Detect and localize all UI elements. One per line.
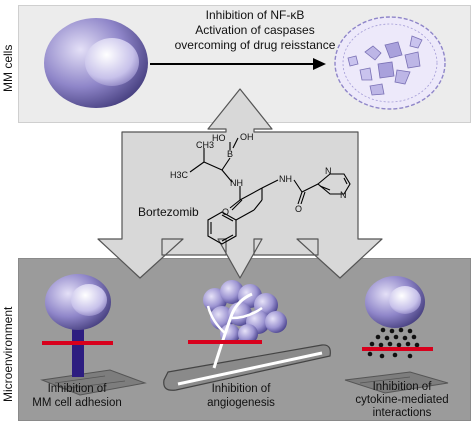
angiogenesis-caption-2: angiogenesis xyxy=(207,397,275,409)
chem-h3c: H3C xyxy=(170,170,189,180)
chem-nh-1: NH xyxy=(230,178,243,188)
adhesion-icon xyxy=(40,274,147,396)
chem-oh: OH xyxy=(240,132,254,142)
effect-line-3: overcoming of drug reisstance xyxy=(174,38,336,52)
chem-b: B xyxy=(227,149,234,159)
angiogenesis-caption-1: Inhibition of xyxy=(211,383,271,395)
central-arrow-shape xyxy=(97,88,383,279)
apoptotic-cell-icon xyxy=(334,16,446,110)
chem-o-1: O xyxy=(222,207,230,217)
adhesion-caption-2: MM cell adhesion xyxy=(32,397,122,409)
chem-n-1: N xyxy=(325,166,332,176)
effect-line-2: Activation of caspases xyxy=(195,23,315,37)
chem-ho: HO xyxy=(212,133,226,143)
cytokine-caption-1: Inhibition of xyxy=(372,381,432,393)
cytokine-caption-3: interactions xyxy=(372,407,432,419)
effect-arrow xyxy=(150,58,326,70)
chem-nh-2: NH xyxy=(279,174,292,184)
bortezomib-structure xyxy=(189,137,351,245)
cytokine-caption-2: cytokine-mediated xyxy=(355,394,449,406)
effect-line-1: Inhibition of NF-κB xyxy=(205,8,305,22)
adhesion-caption-1: Inhibition of xyxy=(47,383,107,395)
cytokine-icon xyxy=(344,276,449,394)
cytokine-dots xyxy=(367,327,420,359)
drug-name: Bortezomib xyxy=(138,205,199,219)
chem-ch3: CH3 xyxy=(196,140,215,150)
angiogenesis-icon xyxy=(163,280,331,391)
mm-cell-icon xyxy=(44,18,148,108)
chem-n-2: N xyxy=(340,190,347,200)
chem-o-2: O xyxy=(295,204,303,214)
